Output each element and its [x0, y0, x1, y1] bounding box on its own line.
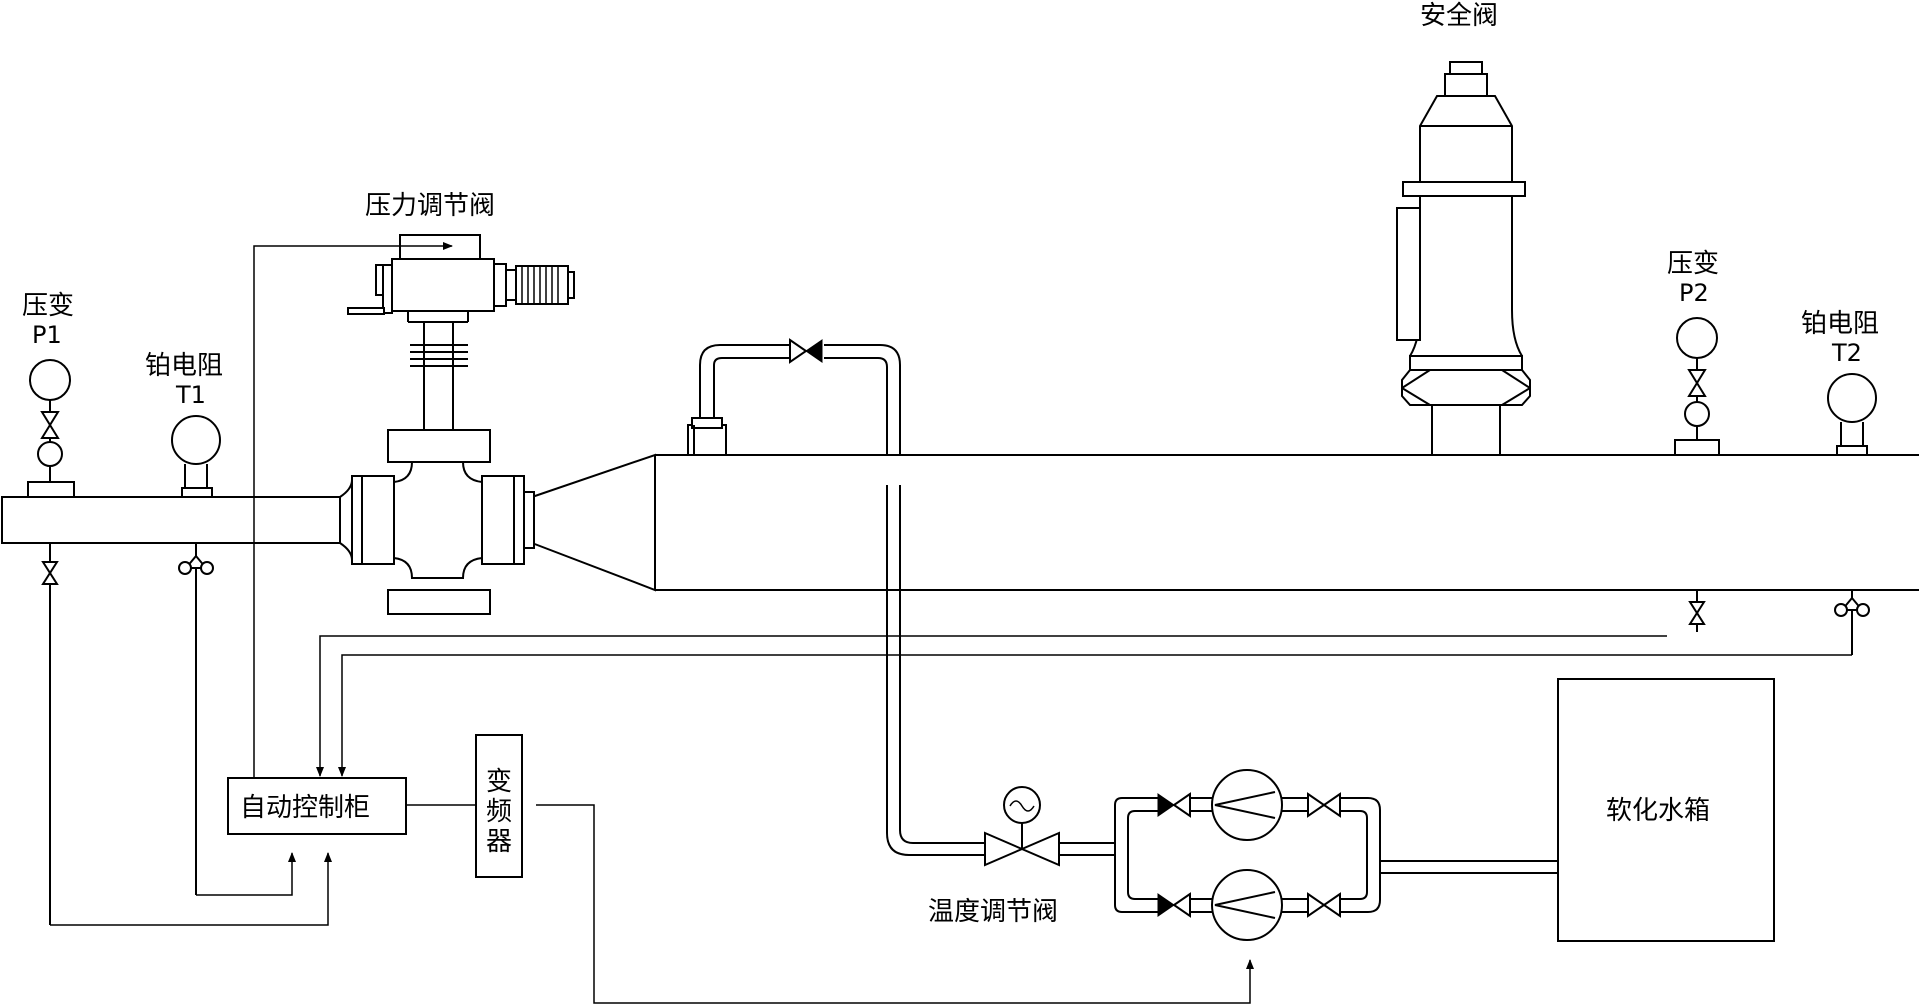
- p2-name-label: 压变: [1667, 249, 1719, 279]
- t1-name-label: 铂电阻: [145, 351, 223, 381]
- softened-water-tank-label: 软化水箱: [1606, 796, 1710, 826]
- temperature-regulating-valve: [984, 786, 1115, 867]
- pressure-transmitter-p2: [1674, 317, 1720, 456]
- expansion-reducer: [521, 453, 656, 592]
- p1-tag-label: P1: [32, 321, 62, 349]
- pump-manifold: [1114, 797, 1558, 913]
- safety-valve: [1396, 61, 1531, 456]
- vfd-label-char-3: 器: [486, 827, 512, 857]
- pump-1: [1211, 769, 1283, 841]
- check-valve-2: [1157, 892, 1191, 918]
- inlet-pipe: [1, 496, 341, 544]
- p2-tag-label: P2: [1679, 279, 1709, 307]
- pressure-transmitter-p1: [27, 359, 75, 498]
- t2-tag-label: T2: [1831, 339, 1862, 367]
- signal-tap-p1: [41, 543, 59, 925]
- signal-tap-t2: [1834, 590, 1870, 655]
- main-pipe: [654, 454, 1919, 591]
- t2-name-label: 铂电阻: [1801, 309, 1879, 339]
- vfd-label-char-2: 频: [486, 797, 512, 827]
- safety-valve-label: 安全阀: [1420, 1, 1498, 31]
- bypass-check-valve: [789, 338, 823, 364]
- frequency-converter: 变 频 器: [475, 734, 523, 878]
- auto-control-cabinet-label: 自动控制柜: [240, 793, 370, 823]
- softened-water-tank: 软化水箱: [1557, 678, 1775, 942]
- gate-valve-2: [1307, 892, 1341, 918]
- pump-2: [1211, 869, 1283, 941]
- vfd-label-char-1: 变: [486, 767, 512, 797]
- pressure-regulating-valve-label: 压力调节阀: [365, 191, 495, 221]
- p1-name-label: 压变: [22, 291, 74, 321]
- signal-lines: [50, 242, 1852, 1004]
- pressure-regulating-valve: [339, 234, 575, 615]
- gate-valve-1: [1307, 792, 1341, 818]
- temperature-regulating-valve-label: 温度调节阀: [928, 897, 1058, 927]
- auto-control-cabinet: 自动控制柜: [227, 777, 407, 835]
- signal-tap-p2: [1688, 590, 1706, 632]
- platinum-resistor-t1: [171, 415, 221, 498]
- check-valve-1: [1157, 792, 1191, 818]
- bypass-line: [687, 344, 985, 856]
- signal-tap-t1: [178, 543, 214, 895]
- t1-tag-label: T1: [175, 381, 206, 409]
- platinum-resistor-t2: [1827, 373, 1877, 456]
